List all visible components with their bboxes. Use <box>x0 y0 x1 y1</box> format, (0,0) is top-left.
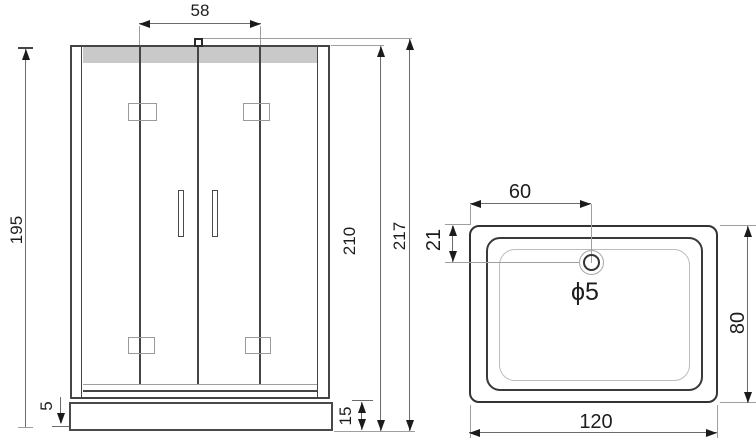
panel-divider-center <box>197 47 199 384</box>
tick-195-bottom <box>18 427 33 428</box>
drain-inner-circle <box>583 254 600 271</box>
glass-tint-strip <box>83 47 317 63</box>
arrow-up-217 <box>405 39 414 50</box>
dim-label-210: 210 <box>340 226 359 256</box>
dim-label-80: 80 <box>727 311 749 335</box>
frame-left-outer-line <box>70 45 72 399</box>
dim-label-58: 58 <box>190 1 210 20</box>
panel-divider-left <box>139 47 141 384</box>
dim-label-21: 21 <box>423 228 445 252</box>
frame-right-outer-line <box>328 45 330 399</box>
frame-right-inner-line <box>317 47 318 397</box>
arrow-down-217 <box>405 420 414 431</box>
dim-line-21 <box>452 226 453 262</box>
ext-line-58-right <box>260 26 261 45</box>
door-bottom-rail-light-line <box>83 384 317 385</box>
ext-line-120-left <box>470 405 471 438</box>
dim-line-120 <box>469 432 717 433</box>
arrow-right-60 <box>580 199 591 208</box>
dim-label-60: 60 <box>508 181 532 203</box>
dim-line-217 <box>409 39 410 431</box>
roller-bracket-top-left <box>128 103 157 121</box>
tick-21-top <box>445 224 470 225</box>
roller-bracket-bottom-left <box>128 337 155 354</box>
drain-centerline-horizontal <box>445 262 580 263</box>
tick-5 <box>52 426 69 427</box>
panel-divider-right <box>259 47 261 384</box>
tick-15-top <box>352 400 373 401</box>
roller-bracket-top-right <box>243 103 270 121</box>
roller-bracket-bottom-right <box>245 337 271 354</box>
ext-line-217-top <box>203 38 412 39</box>
dim-line-58 <box>139 23 261 24</box>
arrow-left-60 <box>470 199 481 208</box>
arrow-left-120 <box>469 428 480 437</box>
arrow-down-21 <box>448 251 457 262</box>
dim-label-195: 195 <box>7 215 26 245</box>
ext-line-80-bottom <box>720 402 756 403</box>
door-handle-right <box>212 190 218 237</box>
arrow-up-80 <box>743 226 752 237</box>
dim-line-5 <box>60 397 61 423</box>
arrow-up-210 <box>376 46 385 57</box>
dim-line-60 <box>470 203 591 204</box>
tray-front-rect <box>69 402 333 431</box>
arrow-left-58 <box>139 19 150 28</box>
dim-label-5: 5 <box>37 401 56 411</box>
door-handle-left <box>178 190 184 237</box>
arrow-down-80 <box>743 392 752 403</box>
dim-line-195 <box>25 49 26 428</box>
dim-line-210 <box>380 46 381 431</box>
dim-label-120: 120 <box>579 411 613 433</box>
door-bottom-rail-dark-line <box>83 390 317 392</box>
ext-line-58-left <box>139 26 140 45</box>
frame-left-inner-line <box>81 47 82 397</box>
drain-centerline-vertical <box>591 204 592 263</box>
arrow-right-120 <box>706 428 717 437</box>
arrow-up-195 <box>21 49 30 60</box>
top-notch <box>194 38 203 47</box>
ext-line-bottom-right <box>334 431 415 432</box>
frame-bottom-line <box>70 397 330 399</box>
dim-line-80 <box>747 226 748 403</box>
dim-label-217: 217 <box>390 221 409 251</box>
arrow-up-15 <box>357 402 366 413</box>
drain-outer-circle <box>579 250 604 275</box>
arrow-down-5 <box>56 413 65 424</box>
arrow-down-15 <box>357 419 366 430</box>
arrow-up-21 <box>448 225 457 236</box>
ext-line-80-top <box>720 225 756 226</box>
dim-label-drain-diameter: ϕ5 <box>571 278 599 306</box>
ext-line-120-right <box>717 405 718 438</box>
dim-line-15 <box>361 402 362 430</box>
arrow-right-58 <box>250 19 261 28</box>
ext-line-60-left <box>470 205 471 225</box>
tick-195-top <box>18 47 33 49</box>
ext-line-210-top <box>331 45 384 46</box>
arrow-down-210 <box>376 420 385 431</box>
